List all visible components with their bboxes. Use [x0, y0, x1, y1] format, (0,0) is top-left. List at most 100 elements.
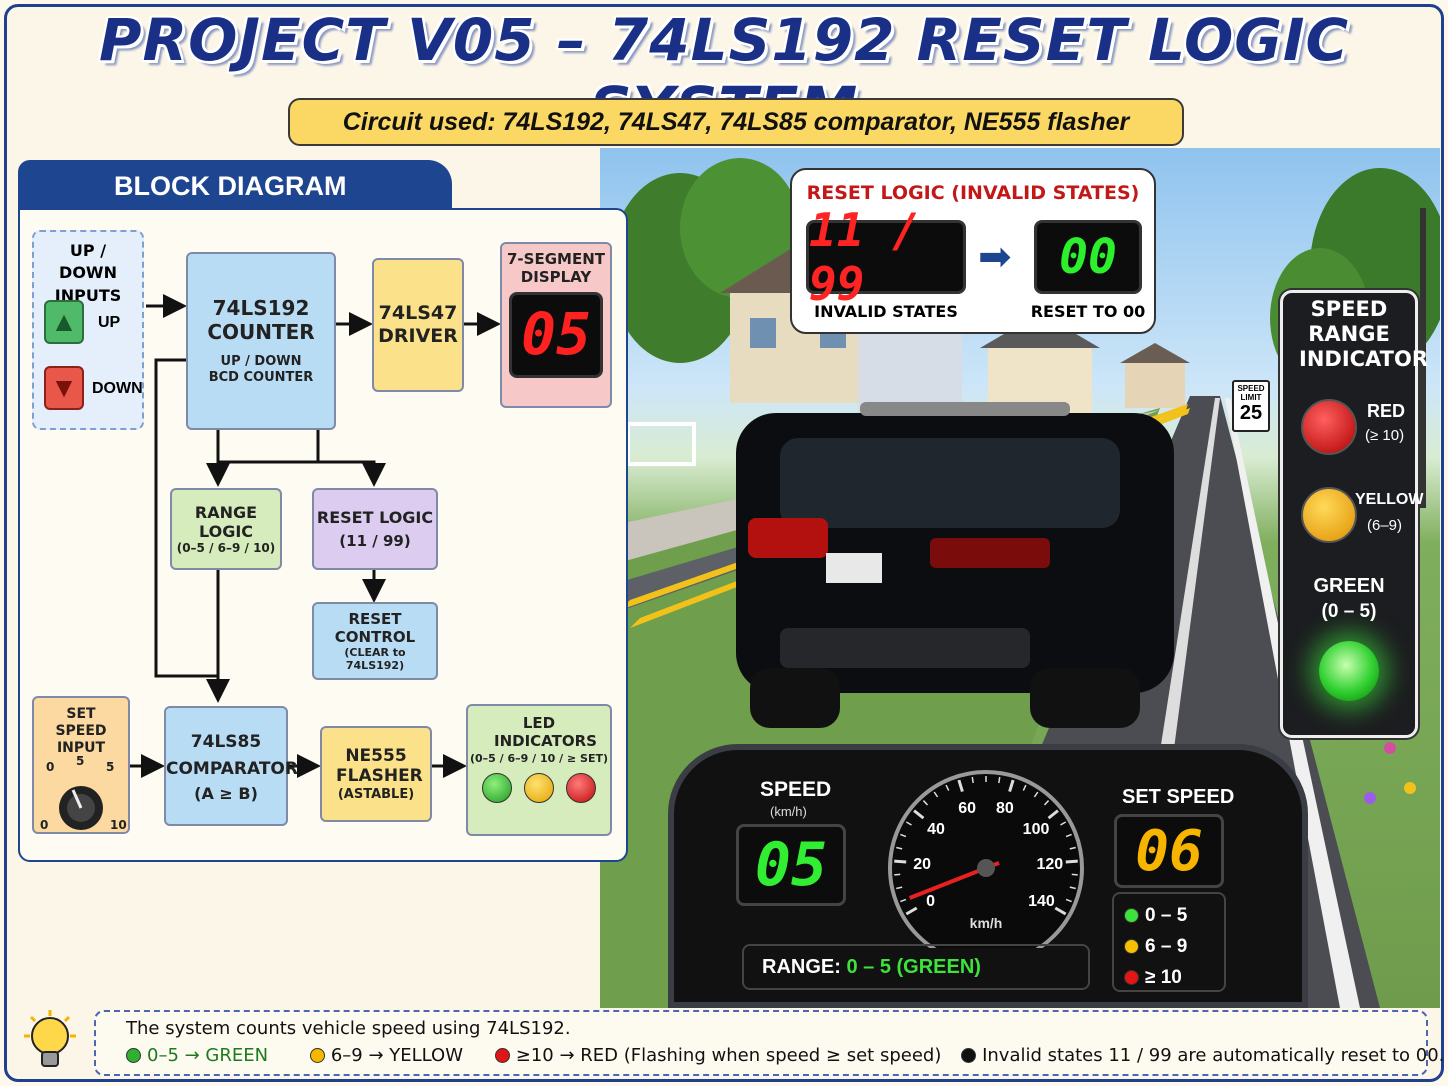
right-arrow-icon: ➡ [978, 235, 1012, 279]
footer-green: 0–5 → GREEN [147, 1045, 269, 1066]
gauge-tick-label: 80 [996, 800, 1014, 817]
reset-to-label: RESET TO 00 [1030, 302, 1146, 321]
gauge-tick [1069, 846, 1076, 850]
gauge-tick [900, 833, 907, 838]
range-title: RANGE LOGIC [194, 502, 258, 541]
speed-label: SPEED [760, 778, 832, 801]
gauge-tick [1069, 886, 1076, 890]
green-led-icon [482, 773, 512, 804]
block-diagram-heading: BLOCK DIAGRAM [18, 160, 452, 212]
flasher-sub: (ASTABLE) [337, 786, 415, 802]
leds-sub: (0–5 / 6–9 / 10 / ≥ SET) [470, 752, 608, 765]
gauge-tick [896, 846, 903, 850]
up-button[interactable]: ▲ [44, 300, 84, 344]
gauge-tick [1008, 779, 1015, 792]
reset-logic-callout: RESET LOGIC (INVALID STATES) 11 / 99 ➡ 0… [790, 168, 1156, 334]
lightbulb-icon [20, 1008, 80, 1078]
gauge-tick-label: 40 [927, 821, 945, 838]
gauge-tick-label: 120 [1036, 856, 1063, 873]
counter-block: 74LS192 COUNTER UP / DOWN BCD COUNTER [186, 252, 336, 430]
green-dot-icon [1124, 908, 1139, 923]
comparator-sub: (A ≥ B) [194, 783, 258, 803]
invalid-value: 11 / 99 [809, 203, 920, 311]
invalid-states-display: 11 / 99 [806, 203, 966, 311]
legend-green: 0 – 5 [1124, 900, 1214, 931]
gauge-tick [905, 821, 912, 826]
gauge-tick [922, 800, 929, 806]
sign-value: 25 [1239, 402, 1263, 424]
legend-red: ≥ 10 [1124, 962, 1214, 993]
speed-value: 05 [754, 830, 828, 900]
invalid-states-label: INVALID STATES [814, 302, 958, 321]
knob-tick-5b: 5 [106, 760, 115, 774]
gauge-tick [971, 776, 974, 784]
range-legend: 0 – 5 6 – 9 ≥ 10 [1112, 892, 1226, 992]
gauge-tick [1022, 784, 1027, 791]
footer-yellow-dot-icon [309, 1048, 325, 1063]
legend-green-text: 0 – 5 [1145, 905, 1188, 926]
gauge-tick [933, 791, 939, 798]
gauge-tick [894, 859, 907, 864]
flasher-title: NE555 FLASHER [336, 745, 423, 787]
knob-tick-5a: 5 [76, 754, 85, 768]
range-sub: (0–5 / 6–9 / 10) [176, 540, 276, 555]
gauge-tick [957, 779, 964, 792]
sri-red-range: (≥ 10) [1365, 427, 1405, 444]
counter-title: 74LS192 COUNTER [207, 296, 315, 345]
gauge-tick-label: 60 [958, 800, 976, 817]
comparator-block: 74LS85 COMPARATOR (A ≥ B) [164, 706, 298, 826]
set-speed-label: SET SPEED [1122, 786, 1235, 808]
gauge-tick-label: 100 [1023, 821, 1050, 838]
driver-block: 74LS47 DRIVER [372, 258, 464, 392]
sri-yellow-range: (6–9) [1367, 517, 1403, 534]
gauge-tick [905, 906, 918, 916]
gauge-tick-label: 0 [926, 893, 935, 910]
sri-yellow: YELLOW [1355, 491, 1424, 508]
range-logic-block: RANGE LOGIC (0–5 / 6–9 / 10) [170, 488, 282, 570]
gauge-tick-label: 140 [1028, 893, 1055, 910]
knob-tick-10: 10 [110, 818, 127, 832]
set-speed-value: 06 [1135, 818, 1203, 884]
reset-sub: (11 / 99) [339, 531, 411, 550]
reset-value: 00 [1059, 229, 1117, 285]
reset-title: RESET LOGIC [316, 508, 434, 528]
down-label: DOWN [92, 380, 143, 397]
footer-red: ≥10 → RED (Flashing when speed ≥ set spe… [515, 1045, 942, 1066]
reset-control-sub: (CLEAR to 74LS192) [344, 645, 406, 672]
counter-sub: UP / DOWN BCD COUNTER [208, 354, 314, 385]
footer-line1: The system counts vehicle speed using 74… [126, 1018, 571, 1039]
set-speed-title: SET SPEED INPUT [55, 706, 107, 756]
callout-title: RESET LOGIC (INVALID STATES) [806, 182, 1140, 204]
circuit-subtitle: Circuit used: 74LS192, 74LS47, 74LS85 co… [288, 98, 1184, 146]
sign-line1: SPEED [1237, 384, 1265, 393]
speed-unit: (km/h) [770, 804, 807, 819]
sri-title: SPEED RANGE INDICATOR [1299, 297, 1429, 371]
footer-yellow: 6–9 → YELLOW [330, 1045, 464, 1066]
display-block: 7-SEGMENT DISPLAY 05 [500, 242, 612, 408]
reset-display: 00 [1034, 220, 1142, 294]
gauge-tick [945, 784, 950, 791]
updown-inputs-title: UP / DOWN INPUTS [54, 241, 122, 305]
knob-tick-0b: 0 [40, 818, 49, 832]
speed-knob-icon[interactable] [33, 756, 129, 832]
yellow-led-icon [524, 773, 554, 804]
driver-title: 74LS47 DRIVER [378, 302, 458, 347]
set-speed-display: 06 [1114, 814, 1224, 888]
sri-green: GREEN [1313, 575, 1385, 597]
down-button[interactable]: ▼ [44, 366, 84, 410]
display-digits: 05 [509, 292, 603, 378]
speed-display: 05 [736, 824, 846, 906]
footer-legend: 0–5 → GREEN 6–9 → YELLOW ≥10 → RED (Flas… [126, 1045, 1444, 1066]
speed-range-indicator: SPEED RANGE INDICATOR RED (≥ 10) YELLOW … [1280, 290, 1429, 738]
sign-line2: LIMIT [1240, 393, 1262, 402]
range-status-label: RANGE: [762, 956, 841, 978]
set-speed-block: SET SPEED INPUT 0 5 5 0 10 [32, 696, 130, 834]
green-lamp-icon [1319, 641, 1379, 701]
gauge-tick [1065, 859, 1078, 864]
gauge-tick [913, 809, 925, 820]
display-title: 7-SEGMENT DISPLAY [507, 250, 605, 286]
footer-notes: The system counts vehicle speed using 74… [94, 1010, 1444, 1076]
range-status-value: 0 – 5 (GREEN) [846, 956, 981, 978]
